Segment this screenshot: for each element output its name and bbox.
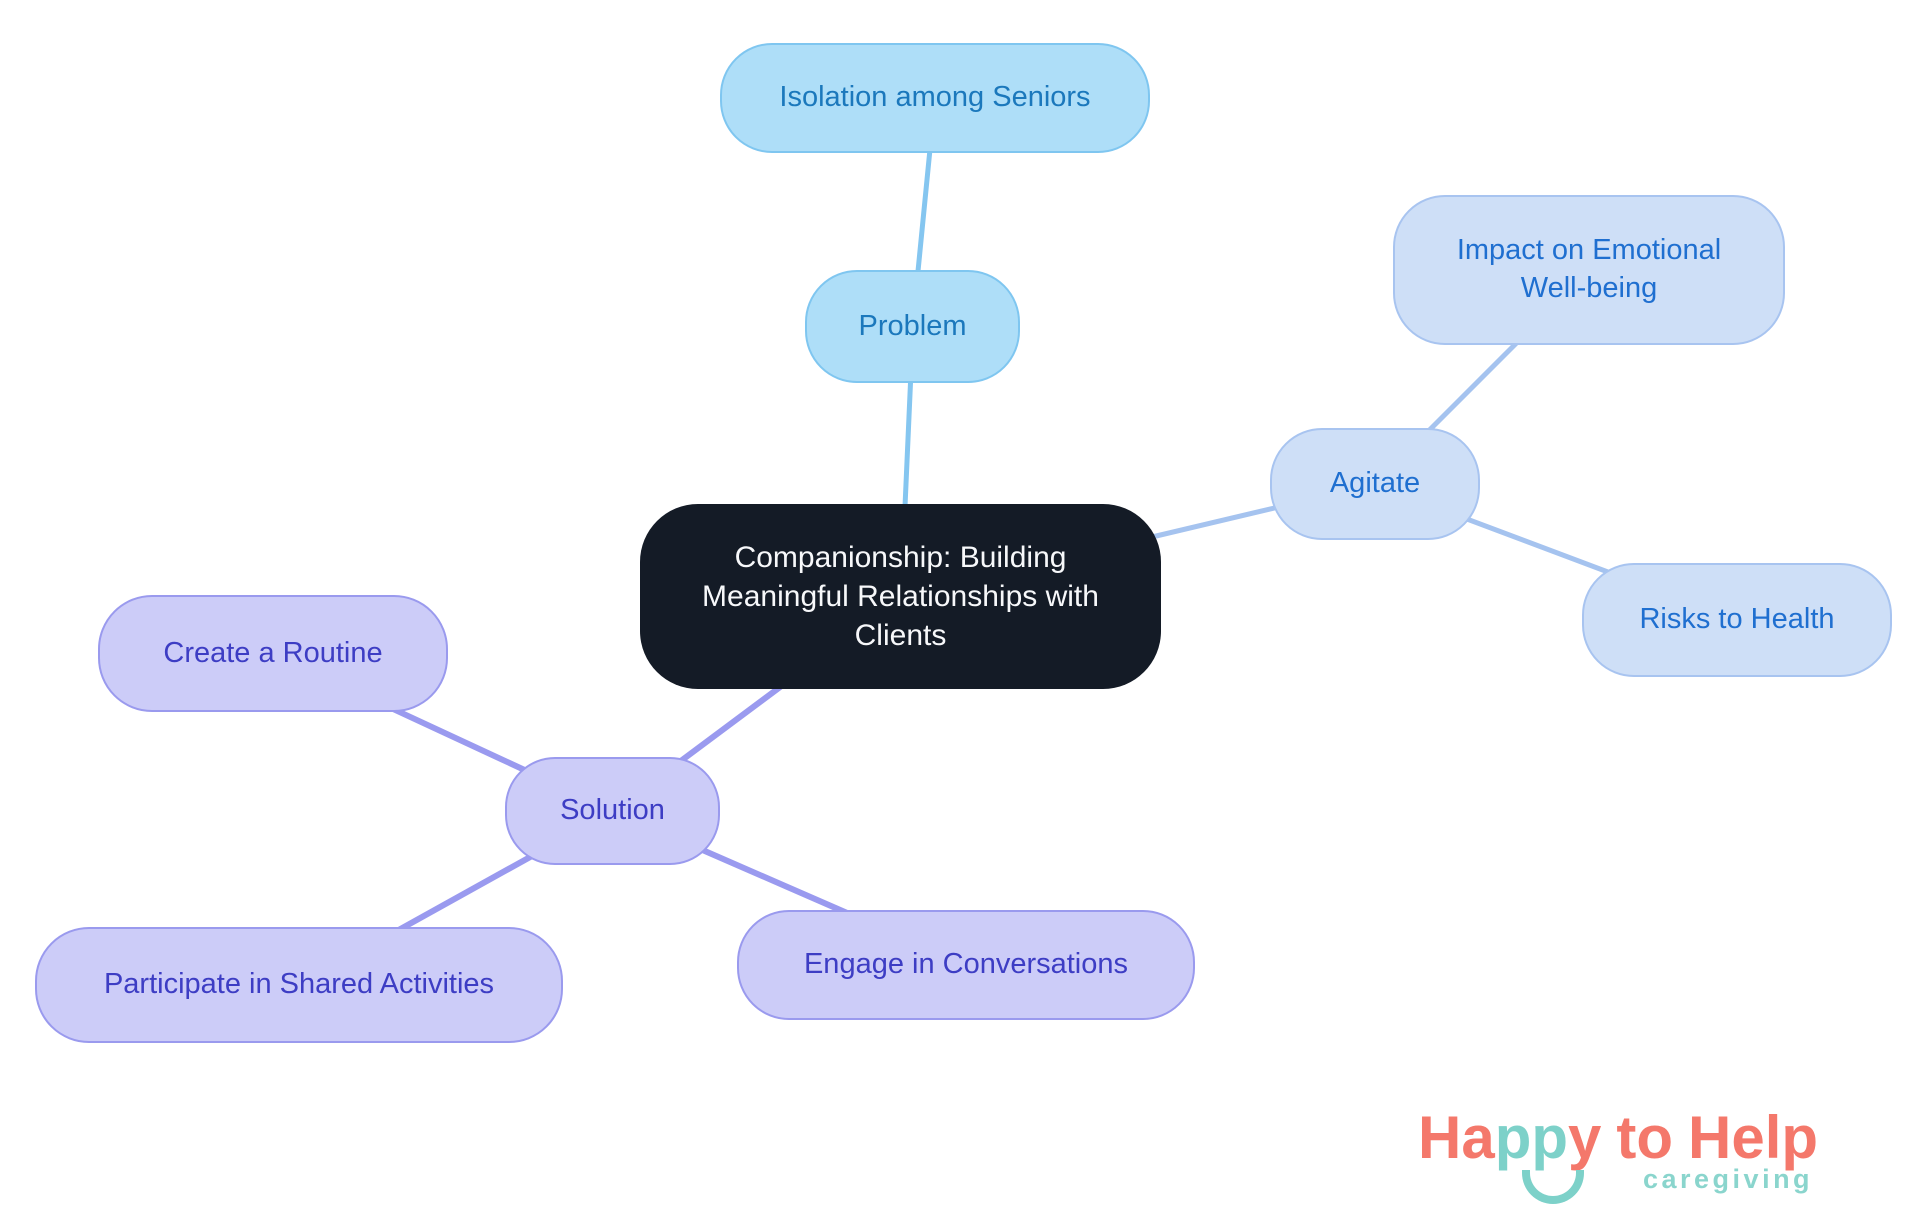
node-label: Solution <box>560 794 665 827</box>
node-participate[interactable]: Participate in Shared Activities <box>35 927 563 1043</box>
node-impact[interactable]: Impact on Emotional Well-being <box>1393 195 1785 345</box>
node-label: Create a Routine <box>163 636 383 669</box>
logo-text-help: Help <box>1688 1104 1819 1171</box>
smile-icon <box>1522 1170 1584 1204</box>
logo-text-ha: Ha <box>1418 1104 1495 1171</box>
node-label: Isolation among Seniors <box>779 81 1091 114</box>
node-label: Risks to Health <box>1639 603 1835 636</box>
node-label: Participate in Shared Activities <box>103 968 495 1001</box>
node-risks[interactable]: Risks to Health <box>1582 563 1892 677</box>
logo-tagline: caregiving <box>1643 1164 1814 1194</box>
node-central[interactable]: Companionship: Building Meaningful Relat… <box>640 504 1161 689</box>
node-label: Impact on Emotional Well-being <box>1456 234 1722 304</box>
node-agitate[interactable]: Agitate <box>1270 428 1480 540</box>
logo-text-pp: pp <box>1494 1104 1569 1171</box>
logo-text-y: y <box>1568 1104 1602 1171</box>
logo-text-to: to <box>1616 1104 1674 1171</box>
node-label: Companionship: Building Meaningful Relat… <box>702 541 1099 652</box>
node-solution[interactable]: Solution <box>505 757 720 865</box>
node-label: Agitate <box>1329 467 1421 500</box>
node-engage[interactable]: Engage in Conversations <box>737 910 1195 1020</box>
node-label: Problem <box>858 309 967 342</box>
node-problem[interactable]: Problem <box>805 270 1020 383</box>
node-label: Engage in Conversations <box>803 948 1129 981</box>
node-create[interactable]: Create a Routine <box>98 595 448 712</box>
node-isolation[interactable]: Isolation among Seniors <box>720 43 1150 153</box>
